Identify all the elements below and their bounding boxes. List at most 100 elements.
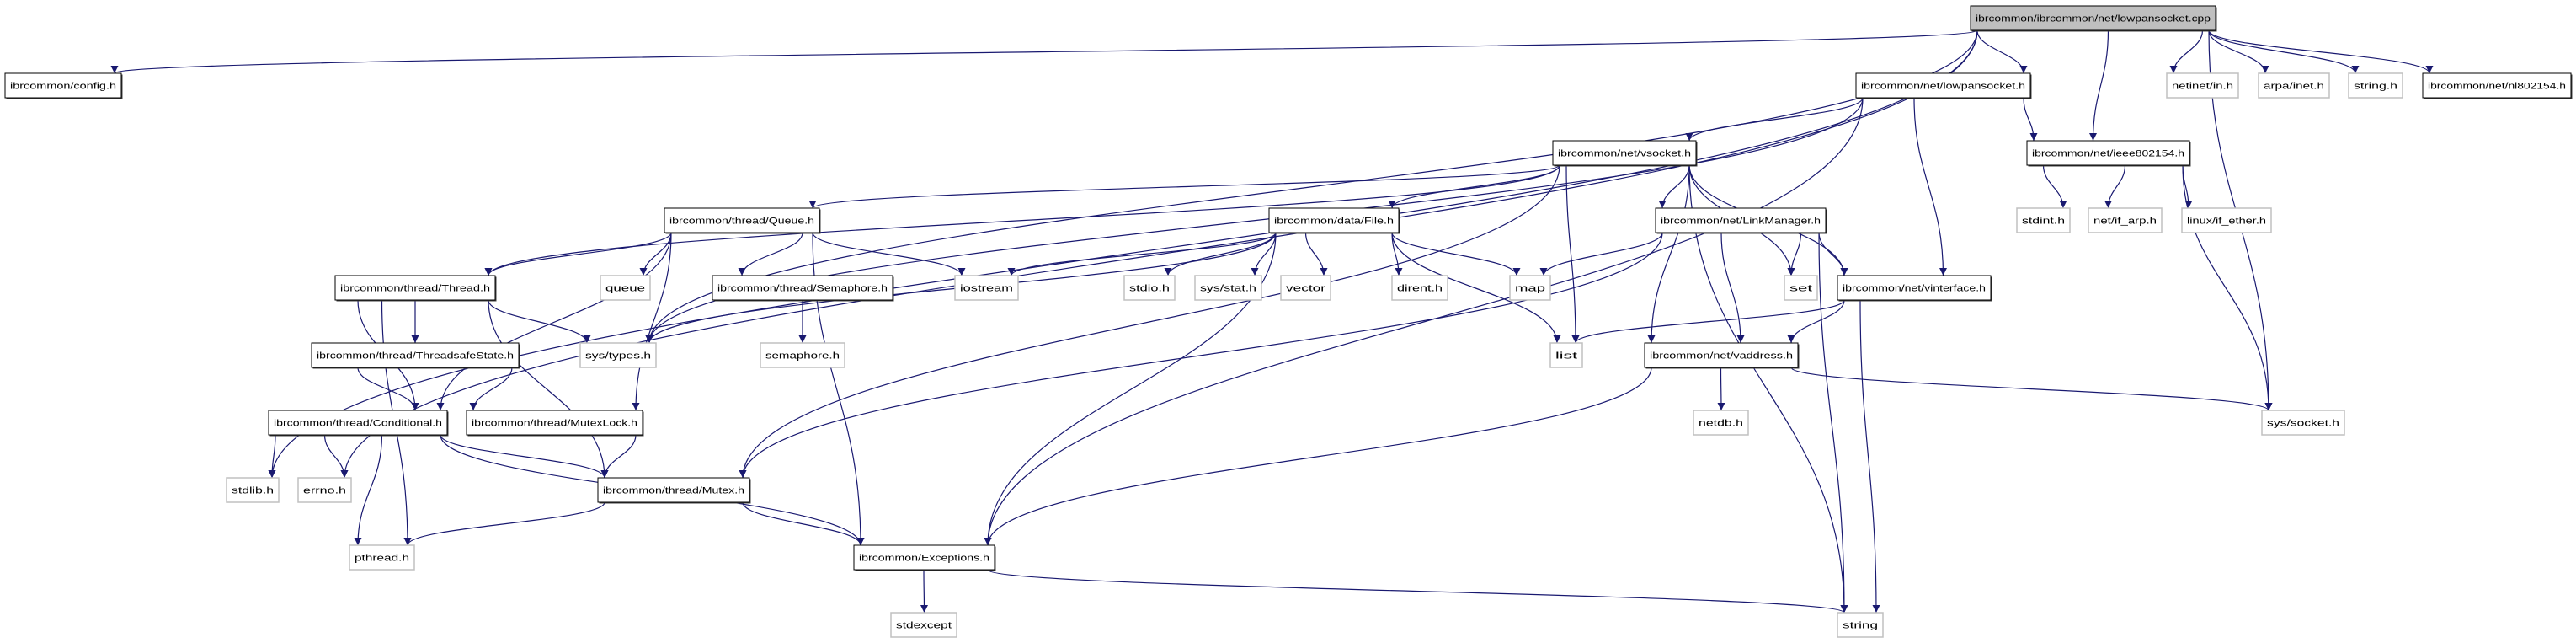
node-root[interactable]: ibrcommon/ibrcommon/net/lowpansocket.cpp	[1970, 5, 2217, 32]
node-label: list	[1555, 351, 1577, 362]
node-mutexlock[interactable]: ibrcommon/thread/MutexLock.h	[466, 410, 644, 437]
node-label: ibrcommon/net/nl802154.h	[2428, 82, 2566, 92]
node-file[interactable]: ibrcommon/data/File.h	[1268, 207, 1400, 234]
node-label: pthread.h	[355, 554, 409, 564]
edge-vinterface-to-list	[1571, 299, 1845, 344]
node-label: stdint.h	[2022, 217, 2065, 227]
edge-conditional-to-mutex	[440, 434, 609, 479]
node-ieee[interactable]: ibrcommon/net/ieee802154.h	[2026, 140, 2191, 167]
node-label: stdlib.h	[232, 486, 274, 496]
node-box	[466, 410, 643, 436]
edge-vsocket-to-mutex	[739, 164, 1560, 479]
node-label: set	[1789, 284, 1812, 294]
node-threadsafe[interactable]: ibrcommon/thread/ThreadsafeState.h	[311, 342, 520, 369]
edge-vinterface-to-string	[1859, 299, 1880, 614]
edge-mutex-to-pthread	[403, 501, 605, 546]
node-label: ibrcommon/net/vinterface.h	[1843, 284, 1986, 294]
edge-file-to-iostream	[1007, 232, 1277, 276]
node-config[interactable]: ibrcommon/config.h	[4, 72, 123, 99]
edge-root-to-lowpansocket_h	[1976, 29, 2028, 74]
node-label: sys/stat.h	[1200, 284, 1256, 294]
node-label: ibrcommon/thread/Thread.h	[340, 284, 490, 294]
node-box	[1549, 342, 1583, 368]
node-box	[1970, 5, 2216, 31]
node-box	[226, 477, 280, 503]
edge-queue_h-to-conditional	[436, 232, 672, 411]
node-stdio: stdio.h	[1123, 275, 1176, 301]
node-ifether: linux/if_ether.h	[2181, 207, 2272, 233]
node-label: ibrcommon/net/vsocket.h	[1558, 149, 1691, 159]
edge-queue_h-to-iostream	[812, 232, 966, 276]
node-stdint: stdint.h	[2016, 207, 2071, 233]
node-label: semaphore.h	[765, 351, 840, 362]
node-map: map	[1509, 275, 1551, 301]
node-label: ibrcommon/net/vaddress.h	[1650, 351, 1793, 362]
edge-vsocket-to-queue_h	[808, 164, 1560, 209]
node-nl802154[interactable]: ibrcommon/net/nl802154.h	[2422, 72, 2573, 99]
node-linkmgr[interactable]: ibrcommon/net/LinkManager.h	[1655, 207, 1827, 234]
node-label: iostream	[960, 284, 1013, 294]
node-label: netinet/in.h	[2172, 82, 2233, 92]
node-vsocket[interactable]: ibrcommon/net/vsocket.h	[1552, 140, 1698, 167]
node-box	[1194, 275, 1262, 301]
node-label: ibrcommon/net/LinkManager.h	[1661, 217, 1821, 227]
node-arpa: arpa/inet.h	[2258, 72, 2330, 99]
edge-linkmgr-to-set	[1787, 232, 1802, 276]
node-box	[579, 342, 657, 368]
node-box	[1784, 275, 1818, 301]
edge-vaddress-to-netdb	[1717, 367, 1725, 411]
node-box	[1280, 275, 1331, 301]
node-vector: vector	[1280, 275, 1331, 301]
node-vaddress[interactable]: ibrcommon/net/vaddress.h	[1644, 342, 1800, 369]
node-stdexcept: stdexcept	[890, 612, 957, 638]
node-box	[268, 410, 448, 436]
node-conditional[interactable]: ibrcommon/thread/Conditional.h	[268, 410, 449, 437]
edge-linkmgr-to-vinterface	[1818, 232, 1848, 276]
node-label: stdio.h	[1129, 284, 1170, 294]
node-box	[1855, 72, 2031, 99]
node-box	[954, 275, 1019, 301]
node-box	[1644, 342, 1799, 368]
edge-root-to-nl802154	[2208, 29, 2434, 74]
edge-vsocket-to-thread	[484, 164, 1560, 276]
edge-queue_h-to-mutexlock	[632, 232, 672, 411]
edge-threadsafe-to-conditional	[357, 367, 419, 411]
node-thread[interactable]: ibrcommon/thread/Thread.h	[334, 275, 497, 302]
edge-thread-to-systypes	[488, 299, 591, 344]
edge-lowpansocket_h-to-vinterface	[1913, 97, 1947, 276]
node-queue_h[interactable]: ibrcommon/thread/Queue.h	[664, 207, 821, 234]
node-sysstat: sys/stat.h	[1194, 275, 1262, 301]
node-label: errno.h	[303, 486, 346, 496]
node-syssocket: sys/socket.h	[2261, 410, 2345, 436]
edge-conditional-to-stdlib	[268, 434, 276, 479]
node-box	[2258, 72, 2330, 99]
node-label: sys/socket.h	[2267, 419, 2339, 429]
edge-vaddress-to-exceptions	[984, 367, 1652, 546]
node-box	[297, 477, 352, 503]
node-box	[1268, 207, 1400, 233]
node-box	[349, 544, 415, 571]
edge-conditional-to-pthread	[354, 434, 383, 546]
node-label: linux/if_ether.h	[2187, 217, 2266, 227]
node-label: ibrcommon/net/ieee802154.h	[2032, 149, 2184, 159]
node-set: set	[1784, 275, 1818, 301]
node-ifarp: net/if_arp.h	[2088, 207, 2163, 233]
nodes-layer: ibrcommon/ibrcommon/net/lowpansocket.cpp…	[4, 5, 2573, 638]
node-box	[2088, 207, 2163, 233]
edge-root-to-errno	[340, 29, 1978, 479]
node-label: dirent.h	[1397, 284, 1443, 294]
node-label: ibrcommon/ibrcommon/net/lowpansocket.cpp	[1976, 14, 2211, 24]
node-lowpansocket_h[interactable]: ibrcommon/net/lowpansocket.h	[1855, 72, 2032, 99]
node-mutex[interactable]: ibrcommon/thread/Mutex.h	[597, 477, 751, 504]
node-label: queue	[605, 284, 645, 294]
node-label: ibrcommon/thread/Queue.h	[669, 217, 814, 227]
node-semaphore_h[interactable]: ibrcommon/thread/Semaphore.h	[712, 275, 894, 302]
node-box	[2166, 72, 2239, 99]
edge-root-to-string_h	[2208, 29, 2360, 74]
edge-file-to-stdio	[1164, 232, 1277, 276]
edge-exceptions-to-string	[987, 569, 1848, 614]
node-label: ibrcommon/thread/Conditional.h	[274, 419, 442, 429]
node-exceptions[interactable]: ibrcommon/Exceptions.h	[853, 544, 996, 571]
node-vinterface[interactable]: ibrcommon/net/vinterface.h	[1837, 275, 1992, 302]
